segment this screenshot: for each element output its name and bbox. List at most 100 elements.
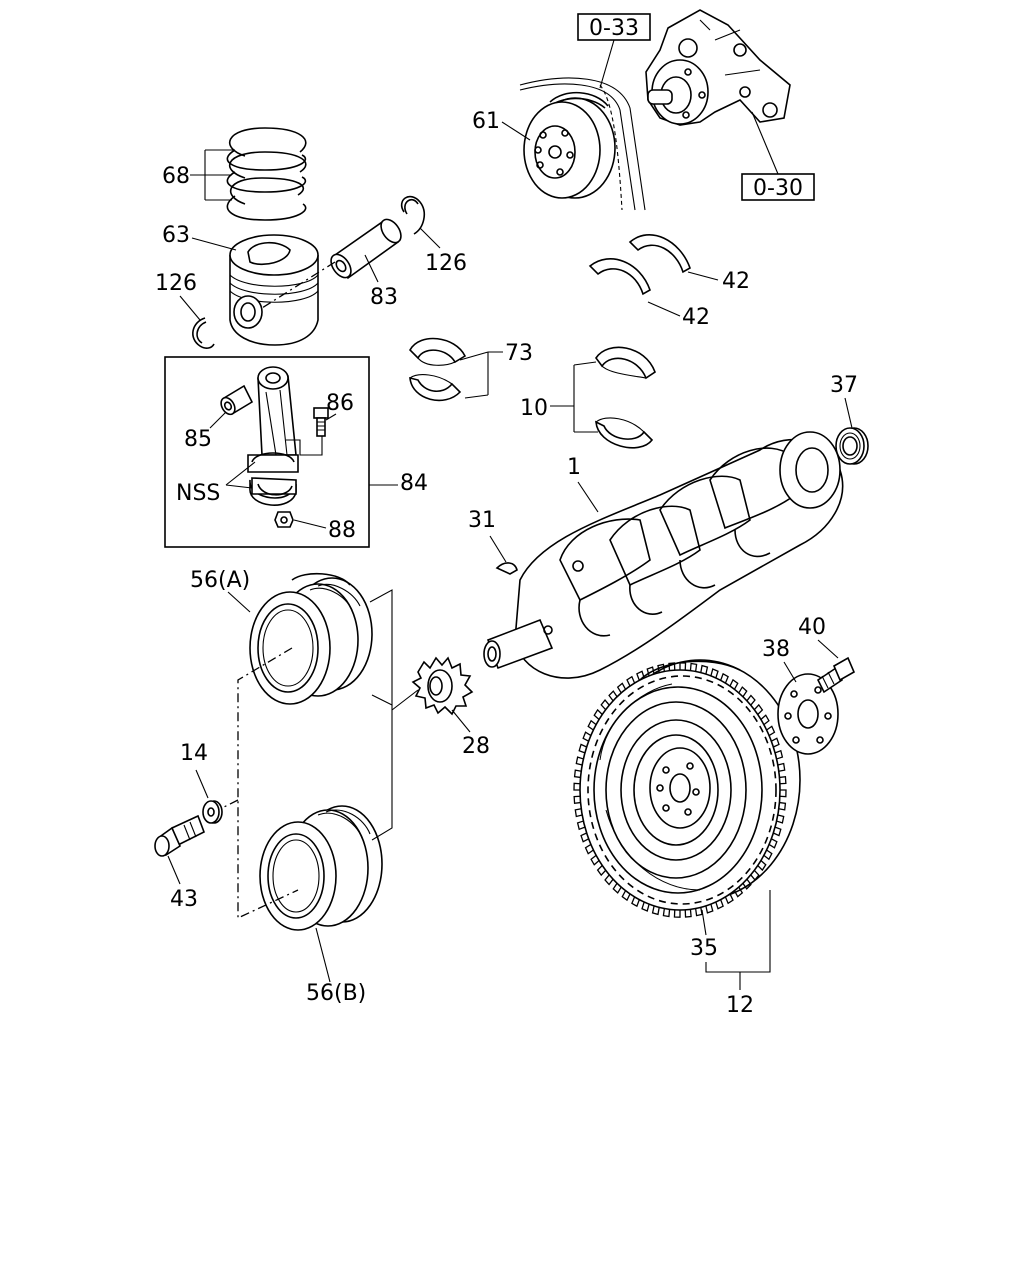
- part-61-label: 61: [472, 109, 500, 134]
- part-56a-label: 56(A): [190, 568, 250, 593]
- ring-gear-tooth: [600, 699, 610, 711]
- washer-icon: [202, 800, 223, 824]
- flywheel-icon: [579, 659, 801, 911]
- water-pump-icon: [645, 9, 791, 126]
- small-end-bushing-icon: [220, 384, 254, 416]
- ring-gear-tooth: [668, 662, 676, 671]
- ring-gear-tooth: [753, 703, 764, 715]
- belt-outline: [519, 77, 646, 211]
- flywheel-bolt-icon: [816, 656, 856, 694]
- ring-gear-tooth: [662, 908, 671, 918]
- part-63-label: 63: [162, 223, 190, 248]
- ring-gear-tooth: [710, 668, 719, 679]
- ring-gear-tooth: [760, 714, 770, 726]
- timing-gear-icon: [411, 656, 474, 716]
- ring-gear-teeth: [573, 662, 787, 918]
- ring-gear-tooth: [612, 882, 622, 894]
- ring-gear-tooth: [679, 662, 687, 671]
- part-68-label: 68: [162, 164, 190, 189]
- ring-gear-tooth: [742, 878, 752, 890]
- ring-gear-tooth: [573, 795, 581, 805]
- ring-gear-tooth: [724, 893, 734, 905]
- ring-gear-tooth: [777, 762, 786, 772]
- ring-gear-tooth: [766, 725, 776, 737]
- connecting-rod-icon: [247, 366, 299, 473]
- ring-gear-tooth: [604, 874, 614, 886]
- ring-gear-tooth: [587, 719, 597, 731]
- ring-gear-tooth: [689, 662, 698, 672]
- ring-gear-tooth: [715, 899, 724, 910]
- ring-gear-tooth: [590, 854, 600, 866]
- ring-gear-tooth: [651, 905, 660, 916]
- ring-gear-tooth: [733, 886, 744, 898]
- piston-pin-icon: [330, 218, 402, 280]
- ring-gear-tooth: [621, 890, 631, 902]
- ring-gear-tooth: [608, 690, 618, 702]
- ring-gear-tooth: [771, 737, 780, 748]
- ring-gear-tooth: [593, 708, 603, 720]
- part-86-label: 86: [326, 391, 354, 416]
- part-88-label: 88: [328, 518, 356, 543]
- ring-gear-tooth: [776, 814, 785, 824]
- flywheel-plate-icon: [777, 673, 839, 755]
- ring-gear-tooth: [729, 678, 739, 690]
- ring-gear-tooth: [657, 663, 666, 673]
- ring-gear-tooth: [575, 756, 584, 766]
- part-10-label: 10: [520, 396, 548, 421]
- part-35-label: 35: [690, 936, 718, 961]
- part-14-label: 14: [180, 741, 208, 766]
- part-83-label: 83: [370, 285, 398, 310]
- part-126-left-label: 126: [155, 271, 197, 296]
- ring-gear-tooth: [641, 901, 650, 912]
- oil-seal-a-icon: [249, 572, 373, 705]
- part-56b-label: 56(B): [306, 981, 366, 1006]
- ring-gear-tooth: [646, 666, 655, 677]
- ring-gear-tooth: [616, 682, 627, 694]
- part-12-label: 12: [726, 993, 754, 1018]
- rod-bolt-icon: [313, 407, 329, 437]
- ring-gear-tooth: [573, 782, 581, 791]
- ring-gear-tooth: [573, 769, 582, 779]
- snap-ring-right-icon: [400, 195, 426, 235]
- reference-0-33-label: 0-33: [589, 16, 639, 41]
- thrust-washer-upper-icon: [628, 234, 691, 274]
- ring-gear-tooth: [750, 869, 760, 881]
- ring-gear-tooth: [684, 909, 692, 918]
- part-38-label: 38: [762, 637, 790, 662]
- ring-gear-tooth: [773, 826, 782, 837]
- conrod-bearing-upper-icon: [409, 337, 467, 366]
- oil-seal-b-icon: [259, 805, 383, 931]
- ring-gear-tooth: [768, 838, 778, 849]
- ring-gear-tooth: [673, 909, 681, 918]
- snap-ring-left-icon: [192, 317, 215, 349]
- part-40-label: 40: [798, 615, 826, 640]
- crank-pulley-icon: [523, 91, 616, 199]
- ring-gear-tooth: [779, 789, 787, 798]
- ring-gear-tooth: [738, 686, 748, 698]
- reference-0-30-label: 0-30: [753, 176, 803, 201]
- ring-gear-tooth: [584, 843, 594, 855]
- part-28-label: 28: [462, 734, 490, 759]
- part-1-label: 1: [567, 455, 581, 480]
- woodruff-key-icon: [495, 562, 518, 575]
- part-126-top-label: 126: [425, 251, 467, 276]
- part-37-label: 37: [830, 373, 858, 398]
- reference-box-0-33[interactable]: 0-33: [577, 13, 651, 89]
- thrust-washer-lower-icon: [588, 258, 651, 296]
- nss-label: NSS: [176, 481, 220, 506]
- ring-gear-tooth: [596, 865, 607, 877]
- connecting-rod-group-box: [164, 356, 370, 548]
- piston-rings-icon: [226, 127, 307, 221]
- conrod-bearing-lower-icon: [409, 374, 462, 402]
- ring-gear-tooth: [700, 664, 709, 675]
- main-bearing-lower-icon: [595, 417, 654, 449]
- main-bearing-upper-icon: [595, 346, 656, 380]
- reference-box-0-30[interactable]: 0-30: [741, 111, 815, 201]
- part-73-label: 73: [505, 341, 533, 366]
- ring-gear-tooth: [636, 670, 645, 681]
- ring-gear-tooth: [580, 832, 589, 843]
- ring-gear-tooth: [763, 849, 773, 861]
- ring-gear-tooth: [778, 801, 787, 811]
- ring-gear-tooth: [582, 731, 592, 742]
